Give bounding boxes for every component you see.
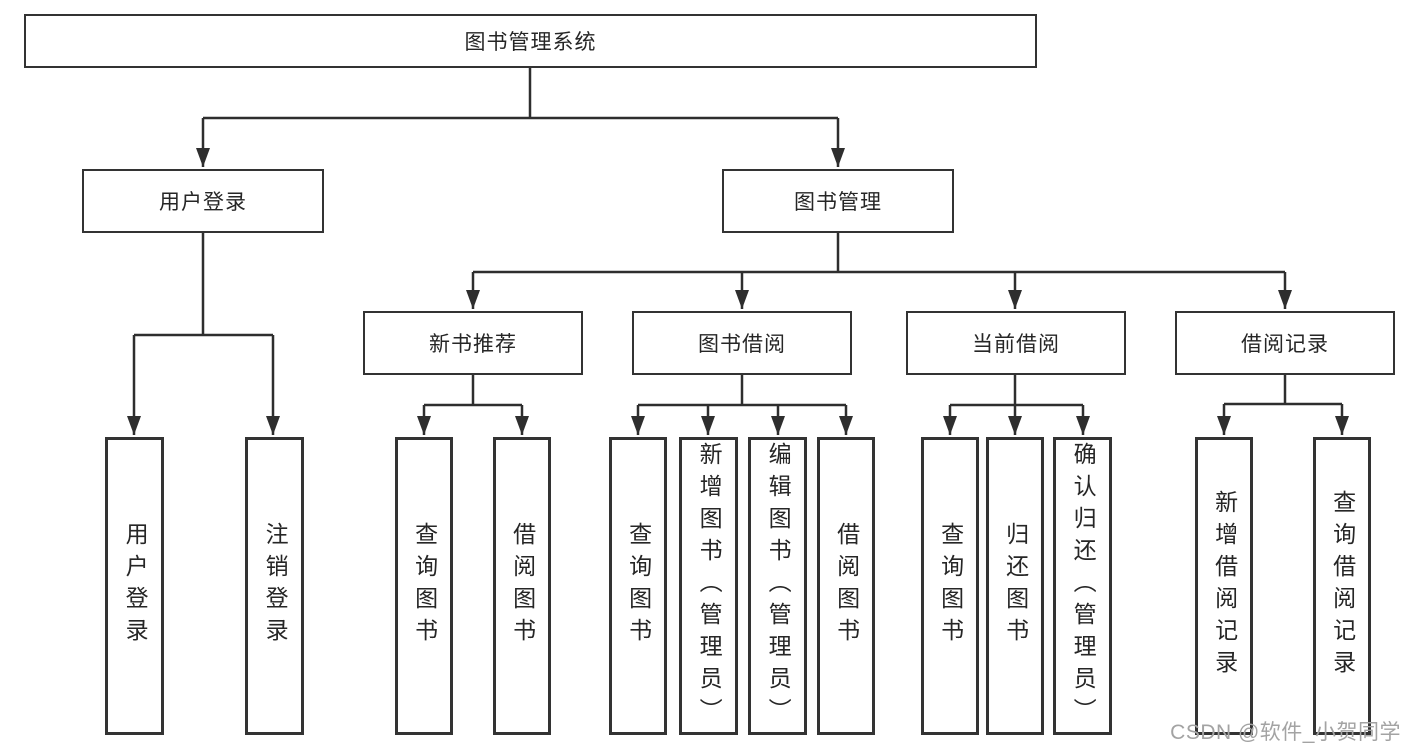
leaf-add-borrow-record-label: 新增借阅记录 <box>1211 490 1238 682</box>
leaf-query-books-current-label: 查询图书 <box>937 522 964 650</box>
leaf-borrow-books-label: 借阅图书 <box>833 522 860 650</box>
leaf-borrow-books-recommend-label: 借阅图书 <box>509 522 536 650</box>
node-user-login-label: 用户登录 <box>159 191 247 214</box>
node-new-books: 新书推荐 <box>363 311 583 375</box>
node-book-borrow-label: 图书借阅 <box>698 333 786 356</box>
leaf-return-book-label: 归还图书 <box>1002 522 1029 650</box>
leaf-add-book-admin: 新增图书（管理员） <box>679 437 738 735</box>
leaf-add-book-admin-label: 新增图书（管理员） <box>696 442 723 730</box>
leaf-query-books-borrow-label: 查询图书 <box>625 522 652 650</box>
leaf-user-login-label: 用户登录 <box>122 522 149 650</box>
leaf-query-books-current: 查询图书 <box>921 437 979 735</box>
node-root-label: 图书管理系统 <box>464 31 597 54</box>
node-borrow-records: 借阅记录 <box>1175 311 1395 375</box>
leaf-edit-book-admin: 编辑图书（管理员） <box>748 437 807 735</box>
leaf-confirm-return-admin: 确认归还（管理员） <box>1053 437 1112 735</box>
leaf-add-borrow-record: 新增借阅记录 <box>1195 437 1253 735</box>
leaf-query-books-recommend: 查询图书 <box>395 437 453 735</box>
leaf-borrow-books-recommend: 借阅图书 <box>493 437 551 735</box>
node-book-mgmt-label: 图书管理 <box>794 191 882 214</box>
leaf-return-book: 归还图书 <box>986 437 1044 735</box>
leaf-query-books-borrow: 查询图书 <box>609 437 667 735</box>
node-current-borrow: 当前借阅 <box>906 311 1126 375</box>
leaf-query-borrow-record-label: 查询借阅记录 <box>1329 490 1356 682</box>
leaf-logout: 注销登录 <box>245 437 304 735</box>
node-new-books-label: 新书推荐 <box>429 333 517 356</box>
leaf-user-login: 用户登录 <box>105 437 164 735</box>
node-book-borrow: 图书借阅 <box>632 311 852 375</box>
node-user-login: 用户登录 <box>82 169 324 233</box>
leaf-query-books-recommend-label: 查询图书 <box>411 522 438 650</box>
node-book-mgmt: 图书管理 <box>722 169 954 233</box>
leaf-edit-book-admin-label: 编辑图书（管理员） <box>765 442 792 730</box>
leaf-logout-label: 注销登录 <box>262 522 289 650</box>
node-root: 图书管理系统 <box>24 14 1037 68</box>
leaf-confirm-return-admin-label: 确认归还（管理员） <box>1070 442 1097 730</box>
leaf-query-borrow-record: 查询借阅记录 <box>1313 437 1371 735</box>
csdn-watermark: CSDN @软件_小贺同学 <box>1170 721 1401 744</box>
leaf-borrow-books: 借阅图书 <box>817 437 875 735</box>
node-current-borrow-label: 当前借阅 <box>972 333 1060 356</box>
node-borrow-records-label: 借阅记录 <box>1241 333 1329 356</box>
